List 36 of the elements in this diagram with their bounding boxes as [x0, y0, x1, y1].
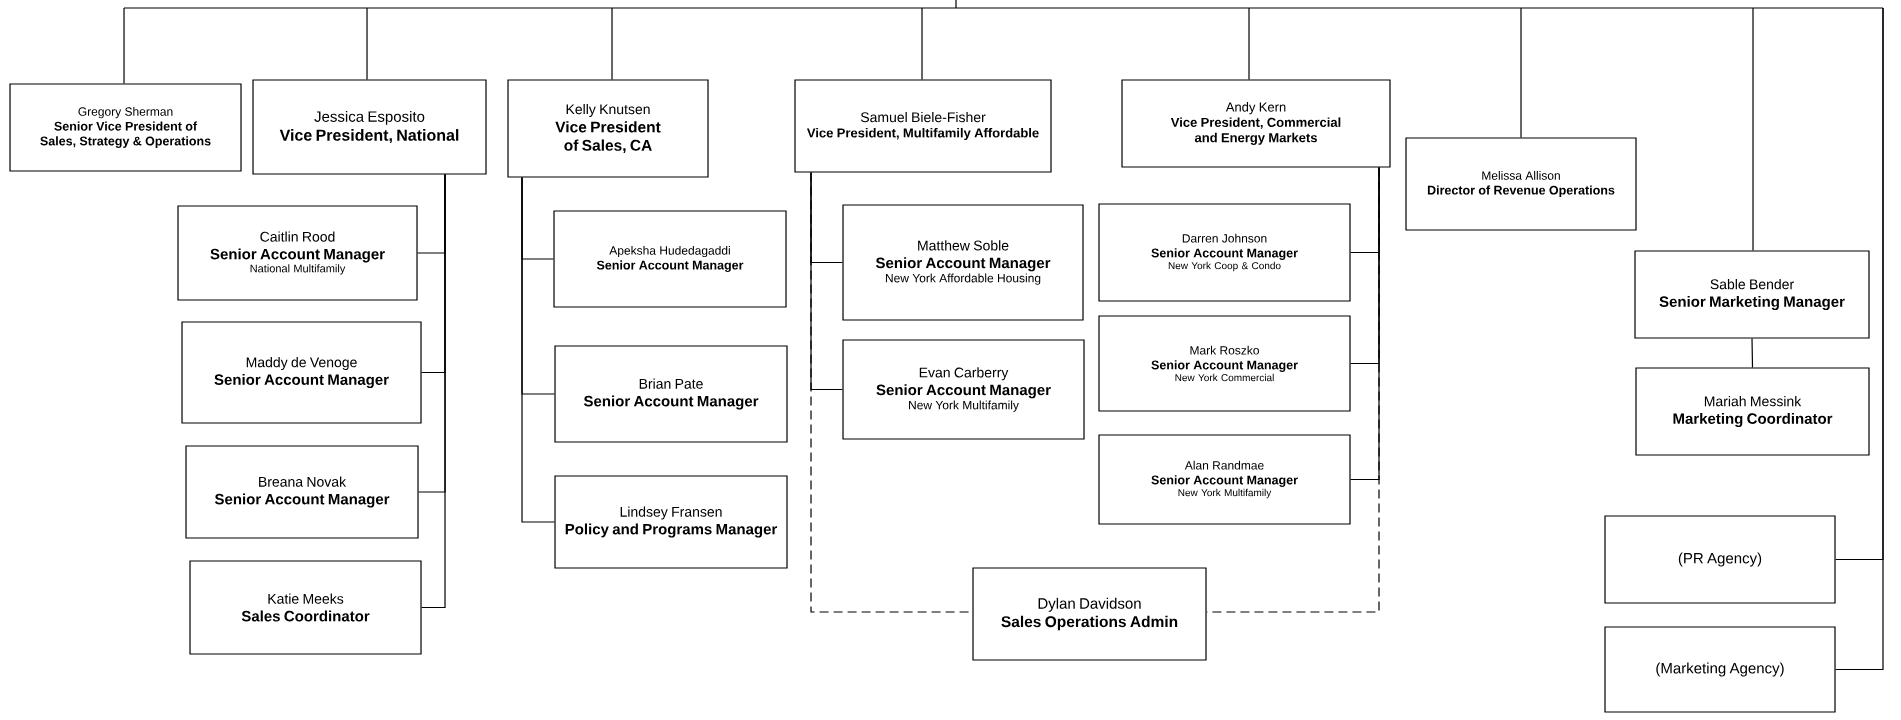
connector-line	[921, 7, 923, 80]
org-box: Mark Roszko Senior Account Manager New York Commercial	[1098, 315, 1351, 412]
org-box: Alan Randmae Senior Account Manager New York Multifamily	[1098, 434, 1351, 525]
connector-line	[611, 7, 613, 80]
org-box: Matthew Soble Senior Account Manager New York Affordable Housing	[842, 204, 1084, 321]
connector-line	[521, 177, 555, 523]
org-box: Evan Carberry Senior Account Manager New York Multifamily	[842, 339, 1085, 440]
org-box: Apeksha Hudedagaddi Senior Account Manager	[553, 210, 787, 308]
connector-line	[366, 7, 368, 80]
org-box: Katie Meeks Sales Coordinator	[189, 560, 422, 655]
org-box: Caitlin Rood Senior Account Manager National Multifamily	[177, 205, 418, 301]
connector-line	[1206, 167, 1380, 613]
org-box: Lindsey Fransen Policy and Programs Manager	[554, 475, 788, 569]
org-box: Breana Novak Senior Account Manager	[185, 445, 419, 539]
connector-line	[1752, 7, 1754, 251]
org-box: Dylan Davidson Sales Operations Admin	[972, 567, 1207, 661]
connector-line	[1520, 7, 1522, 138]
org-box: Jessica Esposito Vice President, National	[252, 79, 487, 175]
org-box: Sable Bender Senior Marketing Manager	[1634, 250, 1870, 339]
org-box: Brian Pate Senior Account Manager	[554, 345, 788, 443]
connector-line	[1248, 7, 1250, 80]
org-box: Andy Kern Vice President, Commercial and Energy Markets	[1121, 79, 1391, 168]
org-box: Melissa Allison Director of Revenue Operations	[1405, 137, 1637, 231]
org-box: (PR Agency)	[1604, 515, 1836, 604]
org-box: Gregory Sherman Senior Vice President of Sales, Strategy & Operations	[9, 83, 242, 172]
org-box: Maddy de Venoge Senior Account Manager	[181, 321, 422, 424]
org-box: Mariah Messink Marketing Coordinator	[1635, 367, 1870, 456]
org-box: Kelly Knutsen Vice President of Sales, CA	[507, 79, 709, 178]
org-box: Samuel Biele-Fisher Vice President, Multifamily Affordable	[794, 79, 1052, 173]
org-box: Darren Johnson Senior Account Manager New York Coop & Condo	[1098, 203, 1351, 302]
connector-line	[1751, 338, 1754, 368]
connector-line	[123, 0, 1884, 9]
org-box: (Marketing Agency)	[1604, 626, 1836, 713]
connector-line	[421, 174, 446, 609]
connector-line	[123, 7, 125, 84]
connector-line	[1835, 7, 1884, 671]
